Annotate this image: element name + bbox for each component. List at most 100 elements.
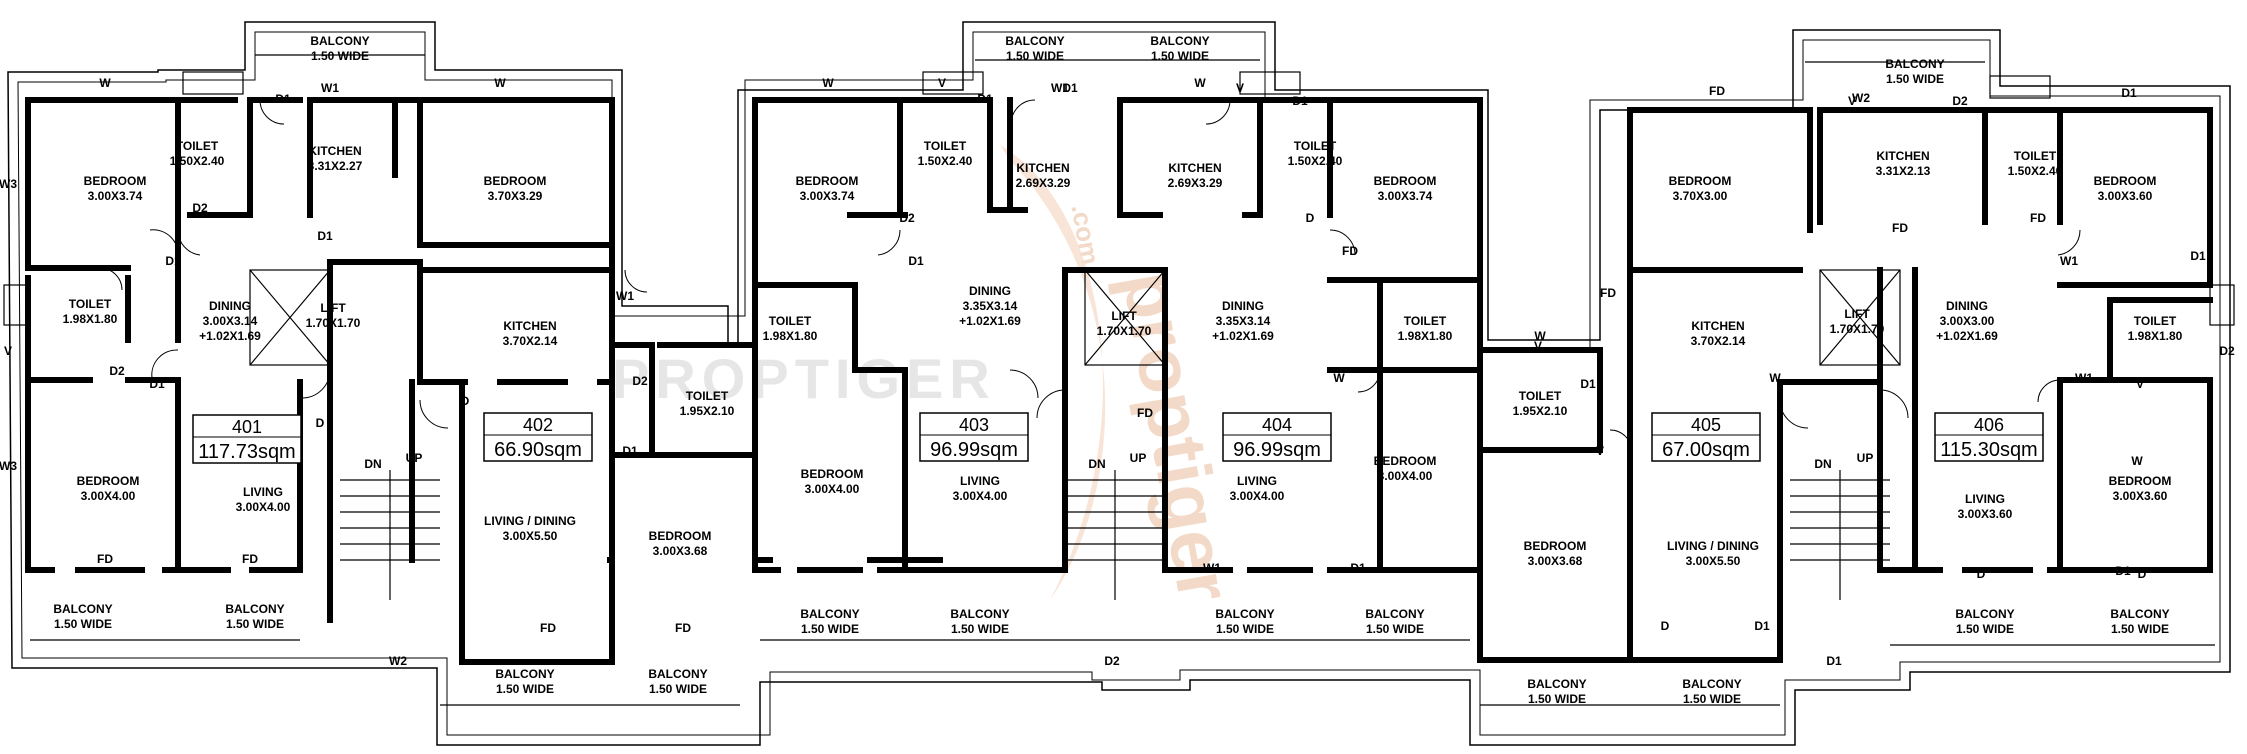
room-labels: BEDROOM3.00X3.74TOILET1.50X2.40KITCHEN3.…: [53, 34, 2182, 706]
unit-area: 96.99sqm: [1233, 439, 1321, 461]
unit-number: 405: [1691, 415, 1721, 435]
door-tag-fd: FD: [2030, 211, 2046, 225]
door-tag-w: W: [494, 76, 506, 90]
door-tag-w2: W2: [1852, 91, 1870, 105]
room-name: TOILET: [2134, 314, 2177, 328]
room-size: 1.50 WIDE: [1151, 49, 1209, 63]
room-size: 3.70X3.00: [1673, 189, 1728, 203]
stair-treads-1: [340, 470, 440, 600]
room-name: LIVING: [1237, 474, 1277, 488]
room-name: BEDROOM: [2094, 174, 2157, 188]
room-name: BALCONY: [53, 602, 112, 616]
room-name: BEDROOM: [649, 529, 712, 543]
room-size: 1.98X1.80: [2128, 329, 2183, 343]
room-name: LIFT: [1844, 307, 1870, 321]
door-tag-d: D: [316, 416, 325, 430]
room-size: 1.50X2.40: [2008, 164, 2063, 178]
room-size: 3.00X3.74: [88, 189, 143, 203]
stair-up-label: UP: [1130, 451, 1147, 465]
room-size: 3.00X3.68: [1528, 554, 1583, 568]
room-name: TOILET: [176, 139, 219, 153]
door-tag-d1: D1: [317, 229, 333, 243]
room-name: LIVING / DINING: [1667, 539, 1759, 553]
room-size: 3.00X3.14: [203, 314, 258, 328]
room-name: TOILET: [2014, 149, 2057, 163]
room-size: 1.50X2.40: [170, 154, 225, 168]
door-tag-w1: W1: [1203, 561, 1221, 575]
door-tag-d1: D1: [2190, 249, 2206, 263]
room-name: LIFT: [1111, 309, 1137, 323]
room-name: BEDROOM: [84, 174, 147, 188]
room-name: BEDROOM: [801, 467, 864, 481]
stair-down-label: DN: [1814, 457, 1831, 471]
door-tag-d2: D2: [2219, 344, 2235, 358]
door-tag-d2: D2: [1104, 654, 1120, 668]
door-tag-d: D: [461, 394, 470, 408]
door-tag-d1: D1: [149, 377, 165, 391]
unit-box-frame: [1651, 412, 1761, 462]
door-tag-fd: FD: [540, 621, 556, 635]
room-name: BALCONY: [1365, 607, 1424, 621]
room-size: 1.50 WIDE: [649, 682, 707, 696]
stair-up-label: UP: [1857, 451, 1874, 465]
door-tag-d1: D1: [275, 92, 291, 106]
room-name: BALCONY: [1005, 34, 1064, 48]
room-size: 3.70X3.29: [488, 189, 543, 203]
room-size: 3.00X4.00: [1230, 489, 1285, 503]
room-name: TOILET: [1519, 389, 1562, 403]
room-name: BEDROOM: [1374, 454, 1437, 468]
room-name: BALCONY: [800, 607, 859, 621]
door-tag-d2: D2: [899, 211, 915, 225]
room-name: BALCONY: [310, 34, 369, 48]
door-tag-w3: W3: [0, 459, 17, 473]
door-tag-d: D: [1306, 211, 1315, 225]
unit-number: 406: [1974, 415, 2004, 435]
door-tag-w1: W1: [616, 289, 634, 303]
room-size: 2.69X3.29: [1016, 176, 1071, 190]
room-size: 1.50 WIDE: [1886, 72, 1944, 86]
room-size: 1.70X1.70: [1830, 322, 1885, 336]
room-size: 3.35X3.14: [1216, 314, 1271, 328]
room-name: LIFT: [320, 301, 346, 315]
door-tag-w: W: [2131, 454, 2143, 468]
room-size: 1.50 WIDE: [1006, 49, 1064, 63]
door-tag-v: V: [1534, 339, 1542, 353]
room-size: 3.00X4.00: [953, 489, 1008, 503]
room-extra-size: +1.02X1.69: [959, 314, 1021, 328]
room-name: LIVING: [1965, 492, 2005, 506]
room-size: 3.31X2.13: [1876, 164, 1931, 178]
door-swings: [99, 99, 2081, 453]
room-size: 1.95X2.10: [1513, 404, 1568, 418]
room-size: 1.50 WIDE: [1366, 622, 1424, 636]
door-tag-v: V: [1236, 81, 1244, 95]
door-tag-d1: D1: [2115, 564, 2131, 578]
room-size: 3.00X3.60: [2098, 189, 2153, 203]
room-size: 3.00X3.00: [1940, 314, 1995, 328]
room-name: KITCHEN: [1876, 149, 1929, 163]
room-size: 3.00X3.74: [1378, 189, 1433, 203]
room-name: TOILET: [924, 139, 967, 153]
door-tag-d1: D1: [1350, 561, 1366, 575]
room-size: 1.50X2.40: [918, 154, 973, 168]
room-size: 3.70X2.14: [1691, 334, 1746, 348]
